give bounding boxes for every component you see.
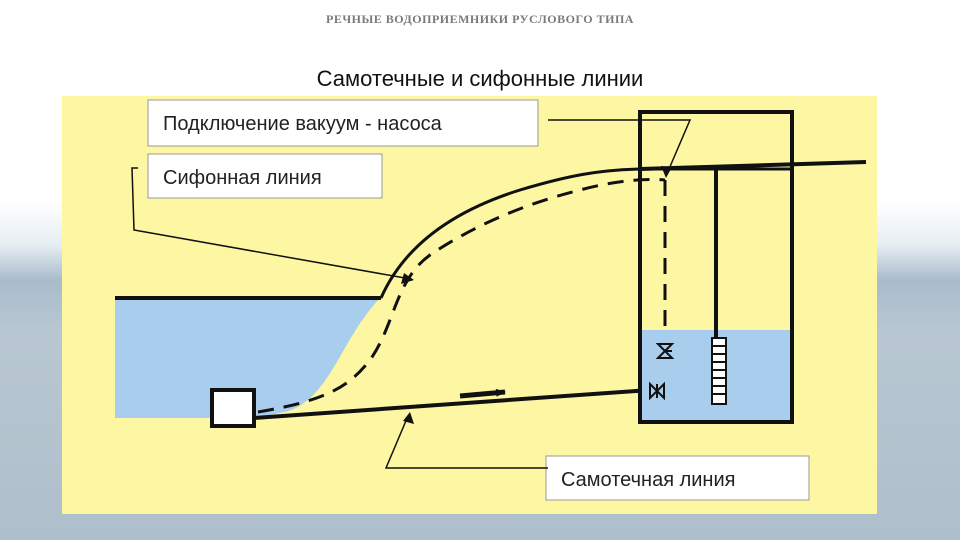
screen-grille-bars xyxy=(712,345,726,395)
shore-well xyxy=(638,110,794,424)
vacuum-pump-label: Подключение вакуум - насоса xyxy=(163,113,443,135)
siphon-valve xyxy=(655,343,675,359)
gravity-valve xyxy=(649,381,665,401)
gravity-line-label: Самотечная линия xyxy=(561,469,735,491)
river-water xyxy=(115,298,380,418)
intake-head xyxy=(210,388,256,428)
slide-header: РЕЧНЫЕ ВОДОПРИЕМНИКИ РУСЛОВОГО ТИПА xyxy=(326,12,634,26)
leader-lines xyxy=(131,119,692,469)
gravity-pipe xyxy=(253,388,651,420)
vacuum-pump-label-box xyxy=(147,99,539,147)
slide-title: Самотечные и сифонные линии xyxy=(316,66,644,91)
siphon-line-dashed xyxy=(257,178,666,414)
gravity-label-box xyxy=(545,455,810,501)
siphon-leader xyxy=(131,167,406,279)
leader-arrowheads xyxy=(401,166,672,424)
siphon-line-label: Сифонная линия xyxy=(163,167,322,189)
flow-arrow xyxy=(459,388,506,399)
siphon-label-box xyxy=(147,153,383,199)
vacuum-leader xyxy=(548,119,692,177)
header-area xyxy=(0,0,960,96)
bank-profile-line xyxy=(379,167,641,299)
gravity-leader xyxy=(384,415,548,469)
